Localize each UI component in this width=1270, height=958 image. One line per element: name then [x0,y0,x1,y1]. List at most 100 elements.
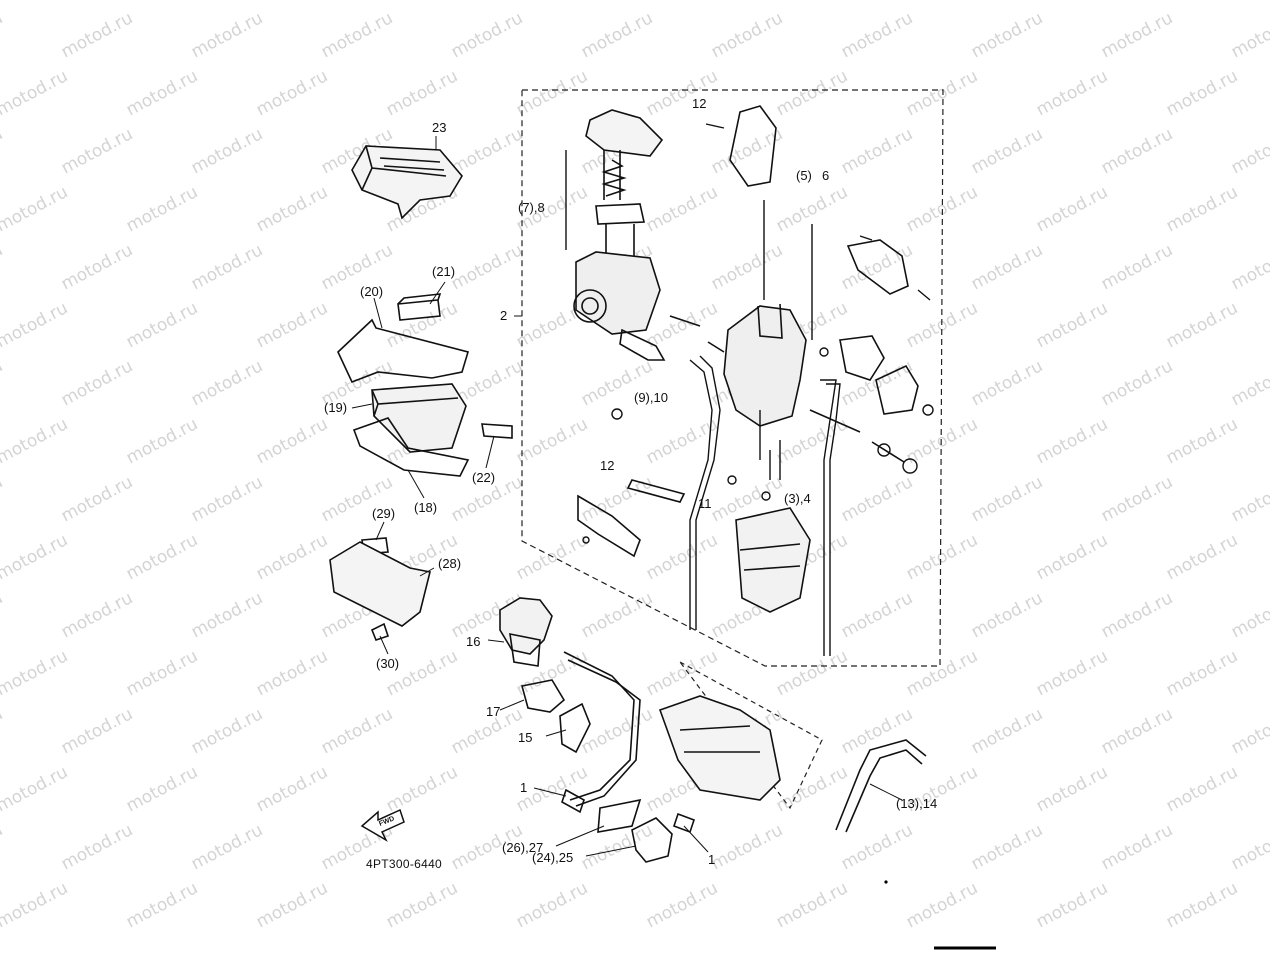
watermark-text: motod.ru [643,0,721,4]
watermark-text: motod.ru [0,762,71,816]
watermark-text: motod.ru [318,704,396,758]
watermark-text: motod.ru [253,182,331,236]
watermark-text: motod.ru [0,240,6,294]
callout-22: (22) [472,470,495,485]
watermark-text: motod.ru [1163,646,1241,700]
watermark-text: motod.ru [0,356,6,410]
watermark-text: motod.ru [448,8,526,62]
watermark-text: motod.ru [253,646,331,700]
watermark-text: motod.ru [903,646,981,700]
watermark-text: motod.ru [188,472,266,526]
watermark-text: motod.ru [383,298,461,352]
watermark-text: motod.ru [1098,588,1176,642]
watermark-text: motod.ru [773,878,851,932]
watermark-text: motod.ru [643,530,721,584]
watermark-text: motod.ru [578,472,656,526]
watermark-text: motod.ru [253,530,331,584]
watermark-text: motod.ru [1033,66,1111,120]
watermark-text: motod.ru [448,240,526,294]
watermark-text: motod.ru [903,878,981,932]
callout-12-top: 12 [692,96,706,111]
watermark-text: motod.ru [838,820,916,874]
watermark-text: motod.ru [773,0,851,4]
watermark-text: motod.ru [448,124,526,178]
watermark-text: motod.ru [58,820,136,874]
watermark-text: motod.ru [773,762,851,816]
watermark-text: motod.ru [838,124,916,178]
watermark-text: motod.ru [968,8,1046,62]
watermark-text: motod.ru [1033,530,1111,584]
watermark-text: motod.ru [1163,530,1241,584]
watermark-text: motod.ru [968,240,1046,294]
callout-19: (19) [324,400,347,415]
air-filter-parts [329,145,513,641]
callout-6: 6 [822,168,829,183]
watermark-text: motod.ru [58,124,136,178]
callout-15: 15 [518,730,532,745]
watermark-text: motod.ru [1033,0,1111,4]
watermark-text: motod.ru [123,182,201,236]
callout-20: (20) [360,284,383,299]
watermark-text: motod.ru [123,298,201,352]
watermark-text: motod.ru [773,646,851,700]
watermark-text: motod.ru [0,8,6,62]
watermark-text: motod.ru [188,124,266,178]
watermark-text: motod.ru [643,182,721,236]
callout-9-10: (9),10 [634,390,668,405]
watermark-text: motod.ru [0,472,6,526]
watermark-text: motod.ru [0,124,6,178]
watermark-text: motod.ru [123,414,201,468]
watermark-text: motod.ru [1228,240,1270,294]
watermark-text: motod.ru [968,124,1046,178]
watermark-text: motod.ru [513,0,591,4]
watermark-text: motod.ru [838,472,916,526]
watermark-text: motod.ru [1098,704,1176,758]
watermark-text: motod.ru [58,588,136,642]
watermark-text: motod.ru [0,646,71,700]
watermark-text: motod.ru [318,240,396,294]
callout-1-left: 1 [520,780,527,795]
forward-direction-arrow: FWD [360,808,405,842]
watermark-text: motod.ru [513,414,591,468]
part-code: 4PT300-6440 [366,857,442,871]
intake-lower-parts [499,597,927,863]
watermark-text: motod.ru [1098,124,1176,178]
watermark-text: motod.ru [383,762,461,816]
watermark-text: motod.ru [0,414,71,468]
watermark-text: motod.ru [903,0,981,4]
watermark-text: motod.ru [1033,646,1111,700]
watermark-text: motod.ru [58,240,136,294]
watermark-text: motod.ru [0,298,71,352]
watermark-text: motod.ru [0,704,6,758]
watermark-text: motod.ru [188,820,266,874]
watermark-text: motod.ru [0,530,71,584]
callout-5: (5) [796,168,812,183]
watermark-text: motod.ru [253,66,331,120]
watermark-text: motod.ru [1033,182,1111,236]
watermark-text: motod.ru [1228,8,1270,62]
watermark-text: motod.ru [1033,878,1111,932]
watermark-text: motod.ru [1098,472,1176,526]
watermark-text: motod.ru [58,356,136,410]
watermark-text: motod.ru [1033,414,1111,468]
watermark-text: motod.ru [968,588,1046,642]
watermark-text: motod.ru [383,66,461,120]
callout-3-4: (3),4 [784,491,811,506]
watermark-text: motod.ru [0,878,71,932]
watermark-text: motod.ru [513,878,591,932]
watermark-text: motod.ru [188,356,266,410]
leader-lines [351,136,903,857]
watermark-text: motod.ru [1033,762,1111,816]
watermark-text: motod.ru [58,704,136,758]
watermark-text: motod.ru [1163,298,1241,352]
watermark-text: motod.ru [123,66,201,120]
callout-11: 11 [698,496,712,511]
watermark-text: motod.ru [123,762,201,816]
callout-29: (29) [372,506,395,521]
watermark-text: motod.ru [188,588,266,642]
watermark-text: motod.ru [708,124,786,178]
watermark-text: motod.ru [643,66,721,120]
watermark-text: motod.ru [903,530,981,584]
